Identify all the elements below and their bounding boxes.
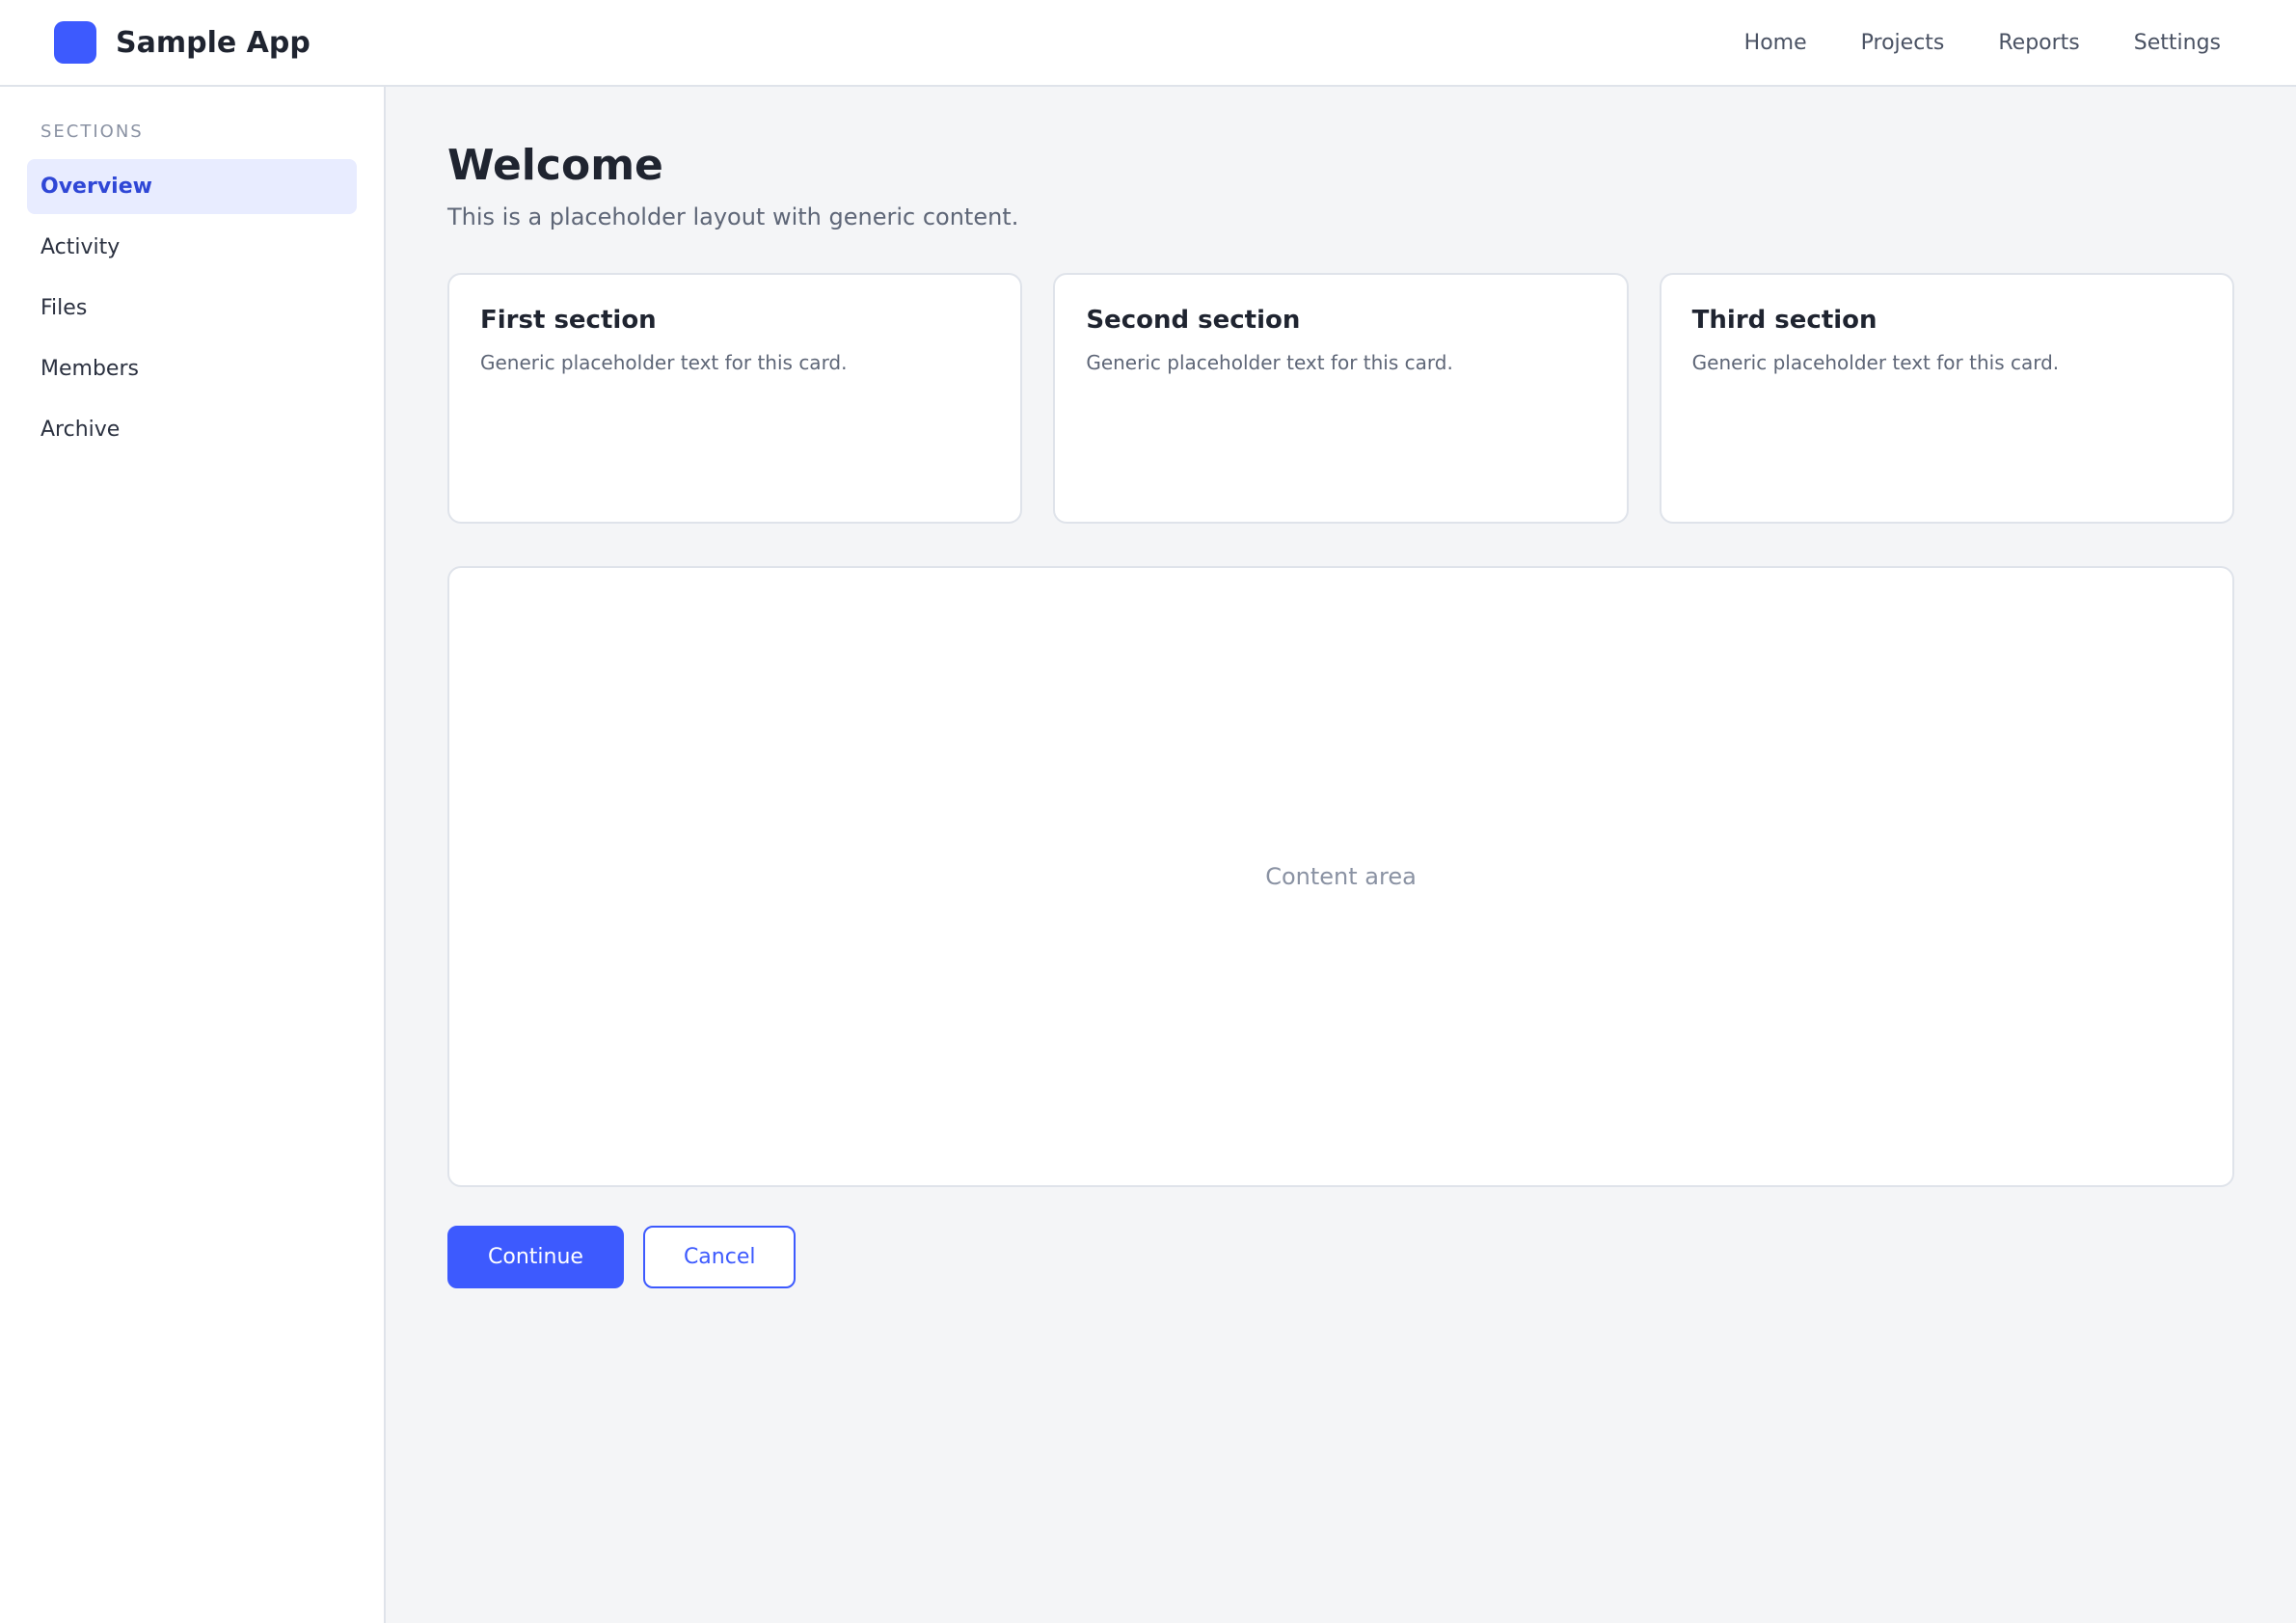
info-card: Second section Generic placeholder text …: [1053, 273, 1629, 524]
card-title: Second section: [1086, 306, 1301, 335]
nav-link-settings[interactable]: Settings: [2133, 30, 2221, 55]
sidebar-item-files[interactable]: Files: [41, 296, 88, 320]
main-nav: Home Projects Reports Settings: [1723, 19, 2242, 67]
sidebar-item-activity[interactable]: Activity: [41, 235, 121, 259]
continue-button[interactable]: Continue: [447, 1226, 624, 1288]
action-row: Continue Cancel: [447, 1226, 2234, 1288]
nav-link-home[interactable]: Home: [1743, 30, 1807, 55]
card-title: First section: [480, 306, 657, 335]
sidebar-item-members[interactable]: Members: [41, 357, 139, 381]
top-bar: Sample App Home Projects Reports Setting…: [0, 0, 2296, 87]
card-text: Generic placeholder text for this card.: [1086, 351, 1453, 374]
main-content: Welcome This is a placeholder layout wit…: [386, 87, 2296, 1623]
app-name: Sample App: [116, 25, 311, 60]
panel-text: Content area: [1265, 863, 1417, 890]
page-heading: Welcome: [447, 141, 663, 190]
logo: [54, 21, 96, 64]
nav-link-reports[interactable]: Reports: [1998, 30, 2080, 55]
card-row: First section Generic placeholder text f…: [447, 273, 2234, 524]
page-subheading: This is a placeholder layout with generi…: [447, 203, 1019, 230]
sidebar: Sections Overview Activity Files Members…: [0, 87, 386, 1623]
nav-link-projects[interactable]: Projects: [1860, 30, 1945, 55]
cancel-button[interactable]: Cancel: [642, 1226, 797, 1288]
card-text: Generic placeholder text for this card.: [480, 351, 848, 374]
page-body: Sections Overview Activity Files Members…: [0, 87, 2296, 1623]
info-card: Third section Generic placeholder text f…: [1659, 273, 2234, 524]
card-text: Generic placeholder text for this card.: [1691, 351, 2060, 374]
content-panel: Content area: [447, 566, 2234, 1187]
brand: Sample App: [54, 21, 311, 64]
sidebar-item-overview[interactable]: Overview: [27, 159, 357, 214]
sidebar-item-archive[interactable]: Archive: [41, 418, 121, 442]
sidebar-title: Sections: [41, 122, 144, 142]
card-title: Third section: [1691, 306, 1877, 335]
info-card: First section Generic placeholder text f…: [447, 273, 1023, 524]
